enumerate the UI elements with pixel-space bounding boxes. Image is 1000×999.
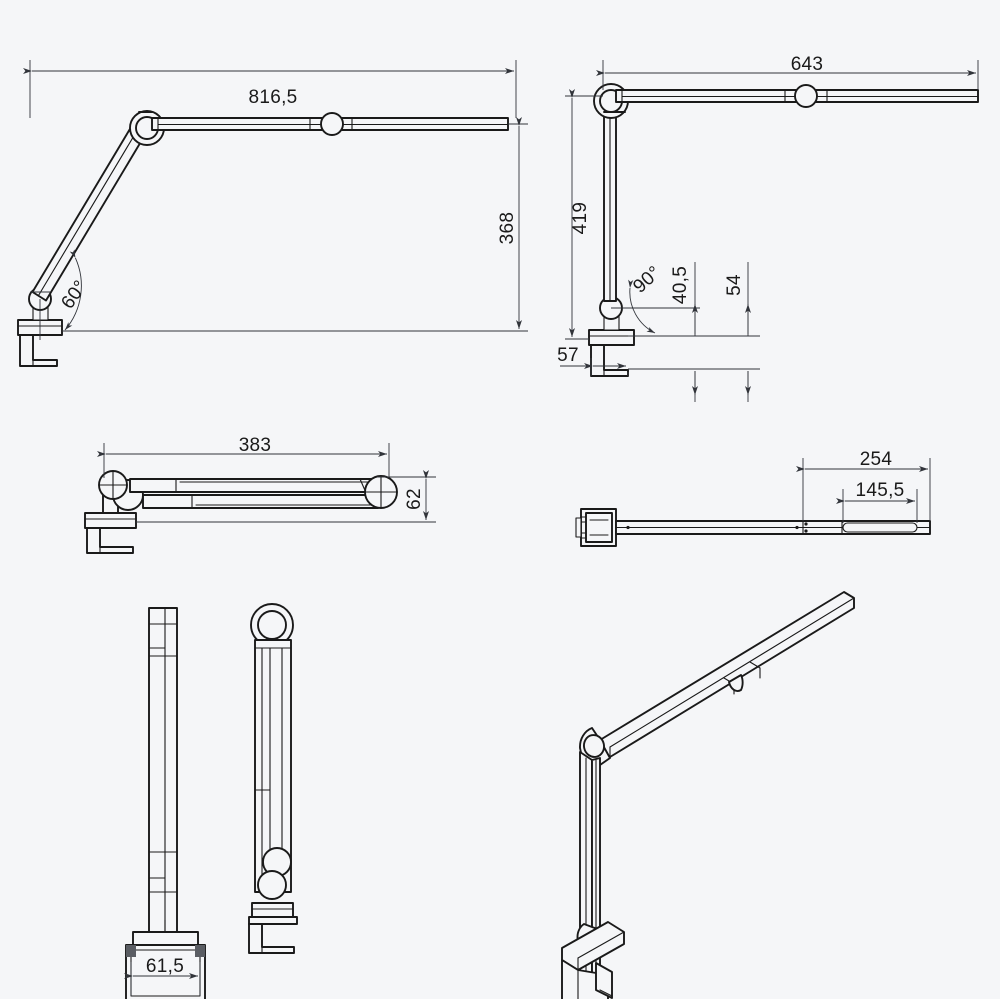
iso-mid-joint — [728, 674, 744, 692]
view-side-elevation-vertical: 643 419 90° 40,5 — [557, 54, 979, 402]
view-top-plan: 254 145,5 — [575, 449, 931, 547]
clamp-base-3 — [84, 512, 137, 554]
dim-816-5-label: 816,5 — [248, 87, 297, 108]
iso-upper-arm — [599, 591, 855, 758]
view-side-elevation-extended: 816,5 368 60° — [17, 60, 528, 367]
dim-643 — [596, 60, 979, 90]
dim-254-label: 254 — [860, 449, 893, 470]
dim-61-5 — [124, 962, 201, 996]
dim-57 — [560, 358, 629, 376]
rear-clamp-base — [248, 902, 298, 954]
dim-145-5-label: 145,5 — [855, 480, 904, 501]
dim-419-label: 419 — [570, 202, 591, 235]
dim-419 — [565, 89, 603, 340]
dim-40-5 — [628, 262, 720, 402]
led-panel-plan — [842, 522, 918, 533]
dim-61-5-label: 61,5 — [146, 956, 184, 977]
view-rear-elevation — [248, 603, 298, 954]
vertical-column — [603, 107, 617, 302]
dim-40-5-label: 40,5 — [670, 266, 691, 304]
mid-arm-joint-2 — [794, 84, 818, 108]
dim-57-label: 57 — [557, 345, 579, 366]
dim-643-label: 643 — [791, 54, 824, 75]
arm-plan — [615, 520, 931, 535]
iso-elbow — [579, 727, 611, 767]
dim-54 — [720, 262, 760, 402]
dim-62 — [136, 470, 436, 523]
dim-383 — [97, 443, 390, 478]
elbow-ring-left-cross — [98, 470, 128, 500]
view-folded-side: 383 62 — [84, 435, 436, 554]
dim-816-5 — [23, 60, 517, 118]
rear-top-ring-inner — [257, 610, 287, 640]
mid-arm-joint — [320, 112, 344, 136]
front-column — [148, 607, 178, 933]
iso-clamp — [561, 921, 625, 999]
dim-145-5 — [836, 489, 918, 523]
ang-90 — [611, 279, 700, 334]
dim-368-label: 368 — [497, 212, 518, 245]
dim-54-label: 54 — [724, 274, 745, 296]
rear-joint-ball-lower — [257, 870, 287, 900]
head-ring-right-cross — [364, 475, 398, 509]
dim-254 — [796, 458, 931, 521]
clamp-head-plan — [575, 508, 617, 547]
view-front-elevation: 61,5 — [124, 607, 206, 999]
dim-62-label: 62 — [404, 488, 425, 510]
ang-60 — [30, 249, 150, 340]
dim-383-label: 383 — [239, 435, 272, 456]
view-isometric — [561, 591, 855, 999]
rear-column — [254, 639, 292, 893]
